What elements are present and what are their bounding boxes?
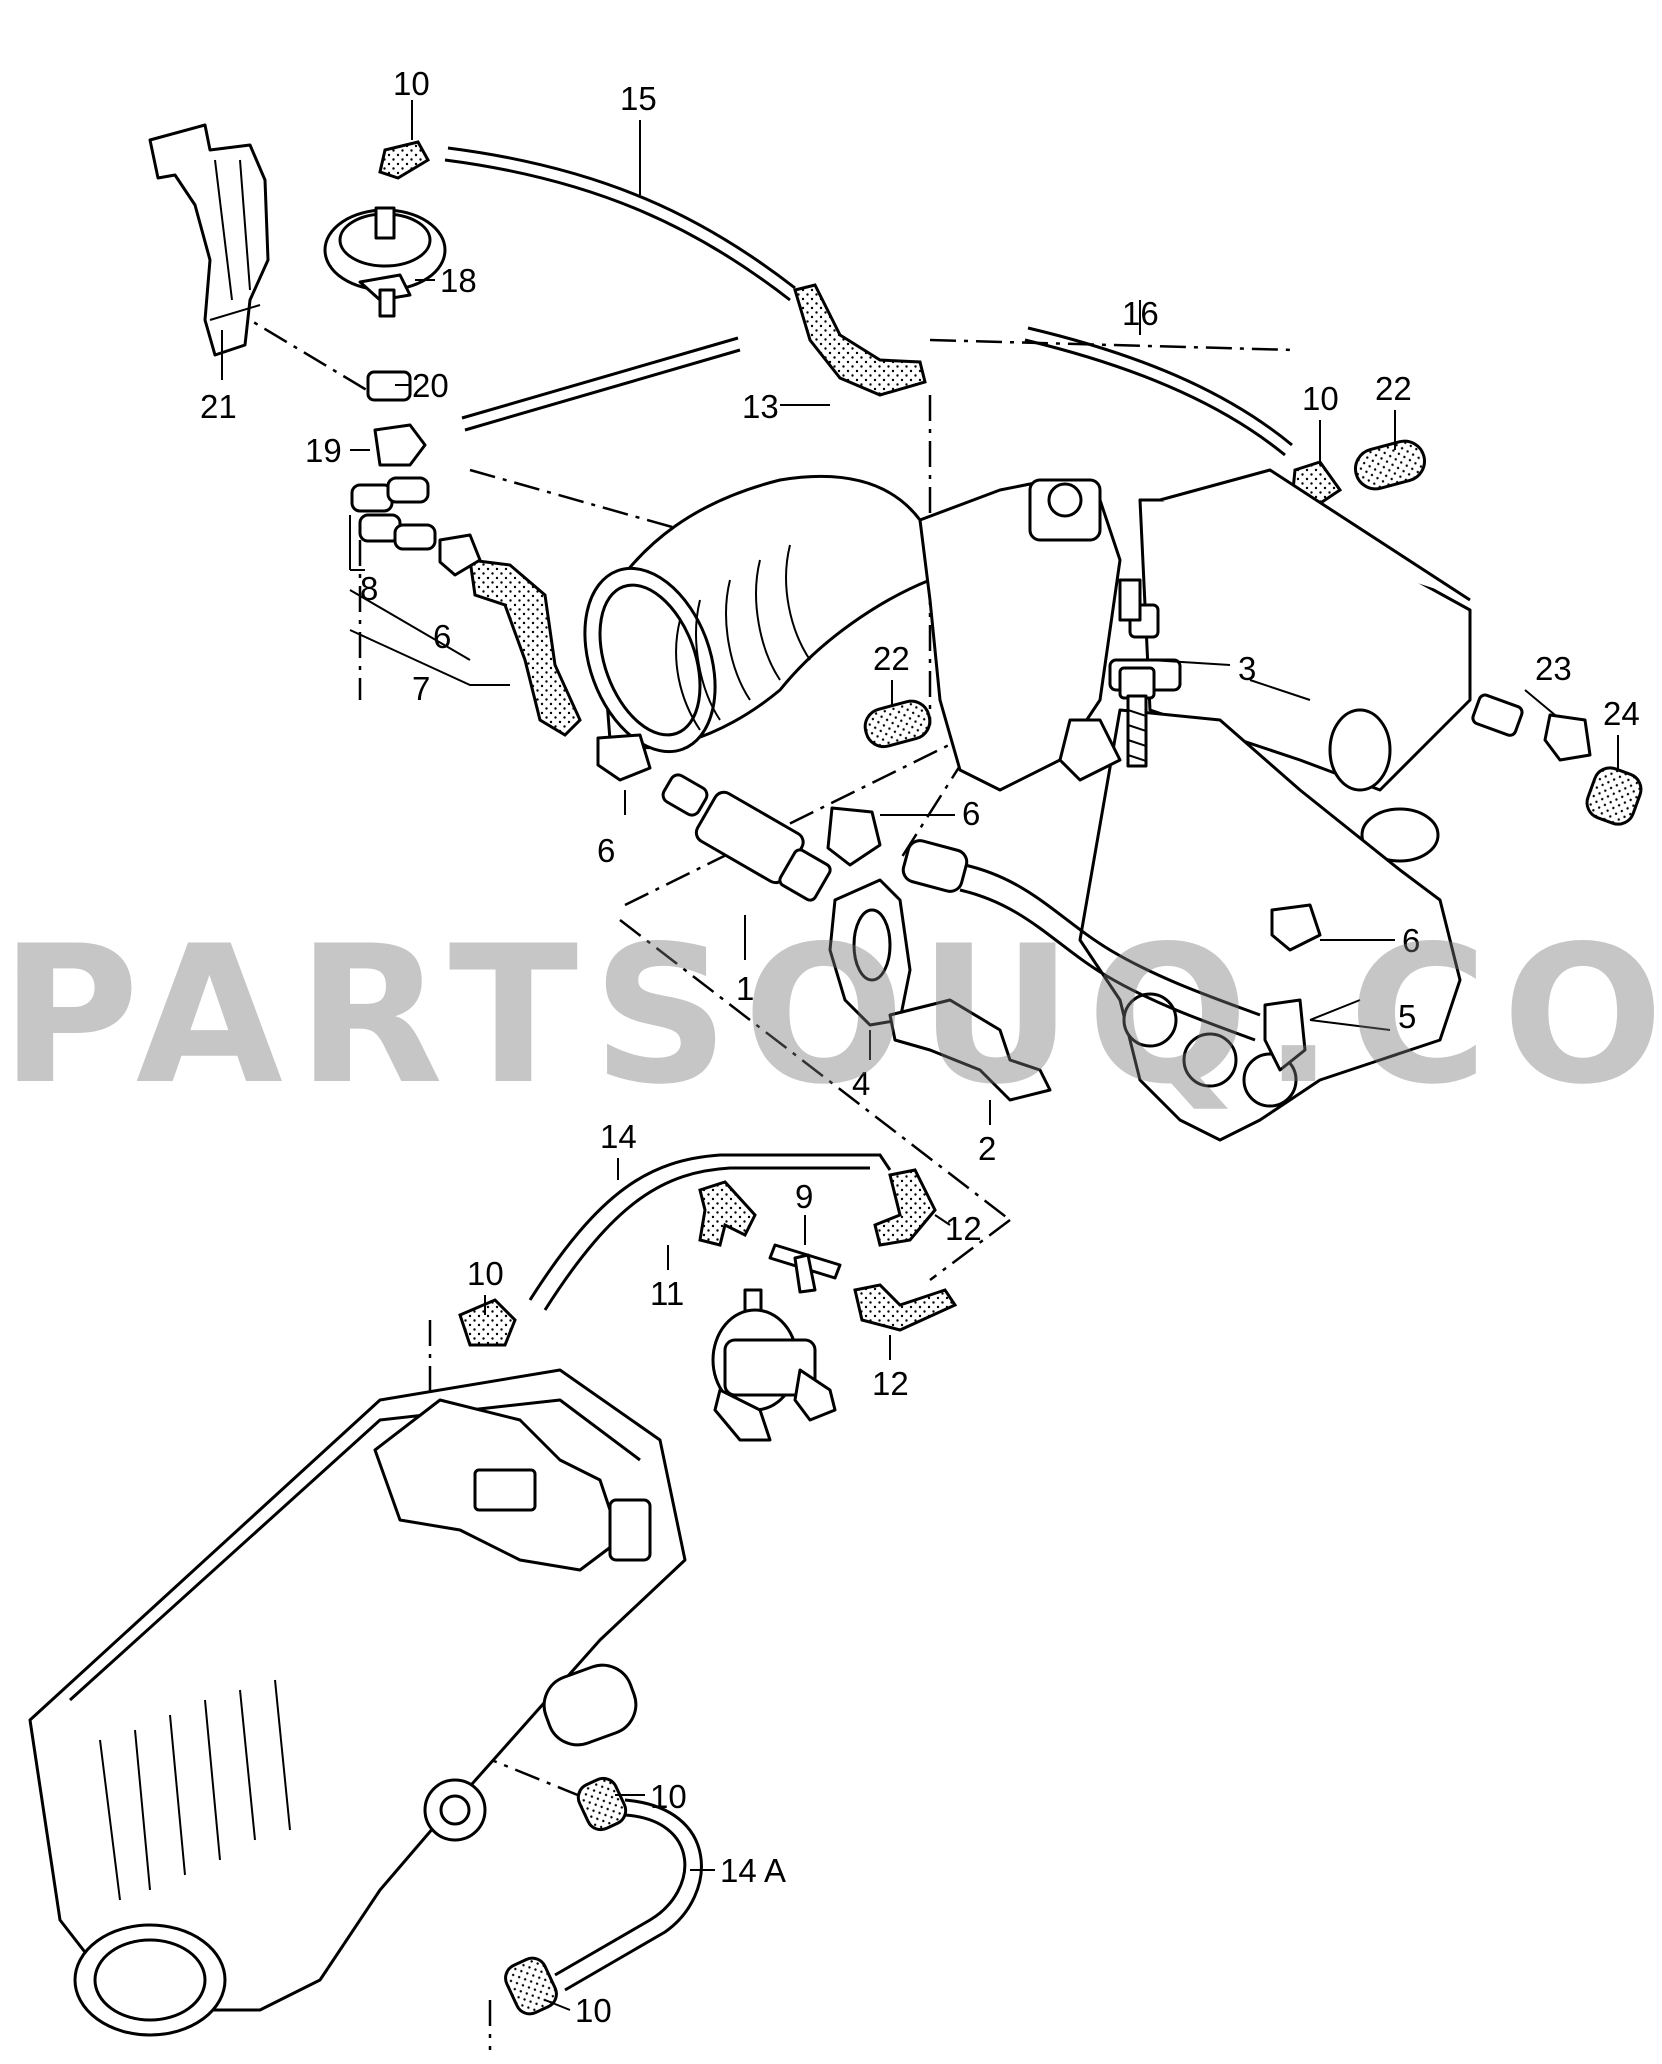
hose-12-upper (873, 1168, 937, 1247)
hose-13 (793, 283, 927, 397)
callout-14a: 14 A (720, 1852, 786, 1889)
hose-10-bottom-b (504, 1956, 558, 2016)
bracket-21 (148, 123, 270, 357)
callout-10-bottom-b: 10 (575, 1992, 612, 2029)
fitting-23 (1471, 693, 1524, 737)
callout-8: 8 (360, 570, 378, 607)
pressure-regulator (711, 1288, 837, 1442)
throttle-body-manifold (918, 468, 1472, 1142)
callout-10-top: 10 (393, 65, 430, 102)
callout-18: 18 (440, 262, 477, 299)
callout-3: 3 (1238, 650, 1256, 687)
hose-16-left-inner (461, 336, 739, 420)
callout-2: 2 (978, 1130, 996, 1167)
connector-8 (350, 476, 437, 551)
hose-22-mid (863, 699, 932, 749)
rubber-mount-4 (828, 878, 912, 1027)
hose-14a-inner (564, 1798, 703, 1992)
callout-labels: 10 15 18 21 20 19 8 6 7 13 16 10 22 22 3… (200, 65, 1640, 2029)
clamp-6-mid (826, 806, 882, 867)
callout-16: 16 (1122, 295, 1159, 332)
air-filter-housing (28, 1368, 687, 2037)
hose-19 (373, 423, 427, 467)
callout-6-clip: 6 (597, 832, 615, 869)
hose-16-right-inner (1027, 326, 1293, 447)
hose-elbow-10-top (378, 140, 431, 180)
hose-16-left (464, 348, 741, 432)
hose-22-top (1354, 439, 1426, 491)
vacuum-unit-18 (323, 206, 447, 318)
callout-9: 9 (795, 1178, 813, 1215)
pipe-5 (901, 839, 1307, 1072)
hose-14-inner (543, 1166, 870, 1311)
hose-elbow-10-lower (458, 1298, 517, 1347)
callout-10-right: 10 (1302, 380, 1339, 417)
callout-1: 1 (736, 970, 754, 1007)
hose-16-right (1024, 338, 1286, 457)
hose-11 (698, 1180, 757, 1247)
clamp-23 (1543, 713, 1592, 762)
callout-12-lower: 12 (872, 1365, 909, 1402)
callout-24: 24 (1603, 695, 1640, 732)
bracket-2 (888, 998, 1052, 1102)
callout-6-upper: 6 (433, 618, 451, 655)
hose-14 (528, 1153, 892, 1301)
callout-11: 11 (650, 1275, 684, 1312)
callout-6-right: 6 (1402, 922, 1420, 959)
callout-13: 13 (742, 388, 779, 425)
callout-10-lower: 10 (467, 1255, 504, 1292)
clamp-6-right (1270, 903, 1322, 952)
valve-1 (661, 773, 832, 902)
hose-10-bottom-a (576, 1776, 628, 1832)
callout-21: 21 (200, 388, 237, 425)
leader-lines (221, 100, 1619, 2011)
callout-6-mid: 6 (962, 795, 980, 832)
callout-19: 19 (305, 432, 342, 469)
callout-22-mid: 22 (873, 640, 910, 677)
callout-5: 5 (1398, 998, 1416, 1035)
callout-10-bottom-a: 10 (650, 1778, 687, 1815)
hose-15 (444, 158, 791, 302)
callout-20: 20 (412, 367, 449, 404)
hose-14a (554, 1813, 687, 1977)
callout-15: 15 (620, 80, 657, 117)
hose-7 (468, 558, 582, 737)
callout-23: 23 (1535, 650, 1572, 687)
callout-14: 14 (600, 1118, 637, 1155)
clamp-6-left (596, 733, 652, 782)
hose-24 (1585, 766, 1643, 826)
callout-7: 7 (412, 670, 430, 707)
callout-12-upper: 12 (945, 1210, 982, 1247)
callout-4: 4 (852, 1065, 870, 1102)
hose-12-lower (853, 1283, 958, 1332)
clamp-6-upper (438, 533, 482, 577)
tee-fitting-9 (768, 1243, 842, 1294)
hose-15-inner (447, 146, 796, 290)
callout-22-top: 22 (1375, 370, 1412, 407)
screw-3 (1118, 666, 1156, 768)
